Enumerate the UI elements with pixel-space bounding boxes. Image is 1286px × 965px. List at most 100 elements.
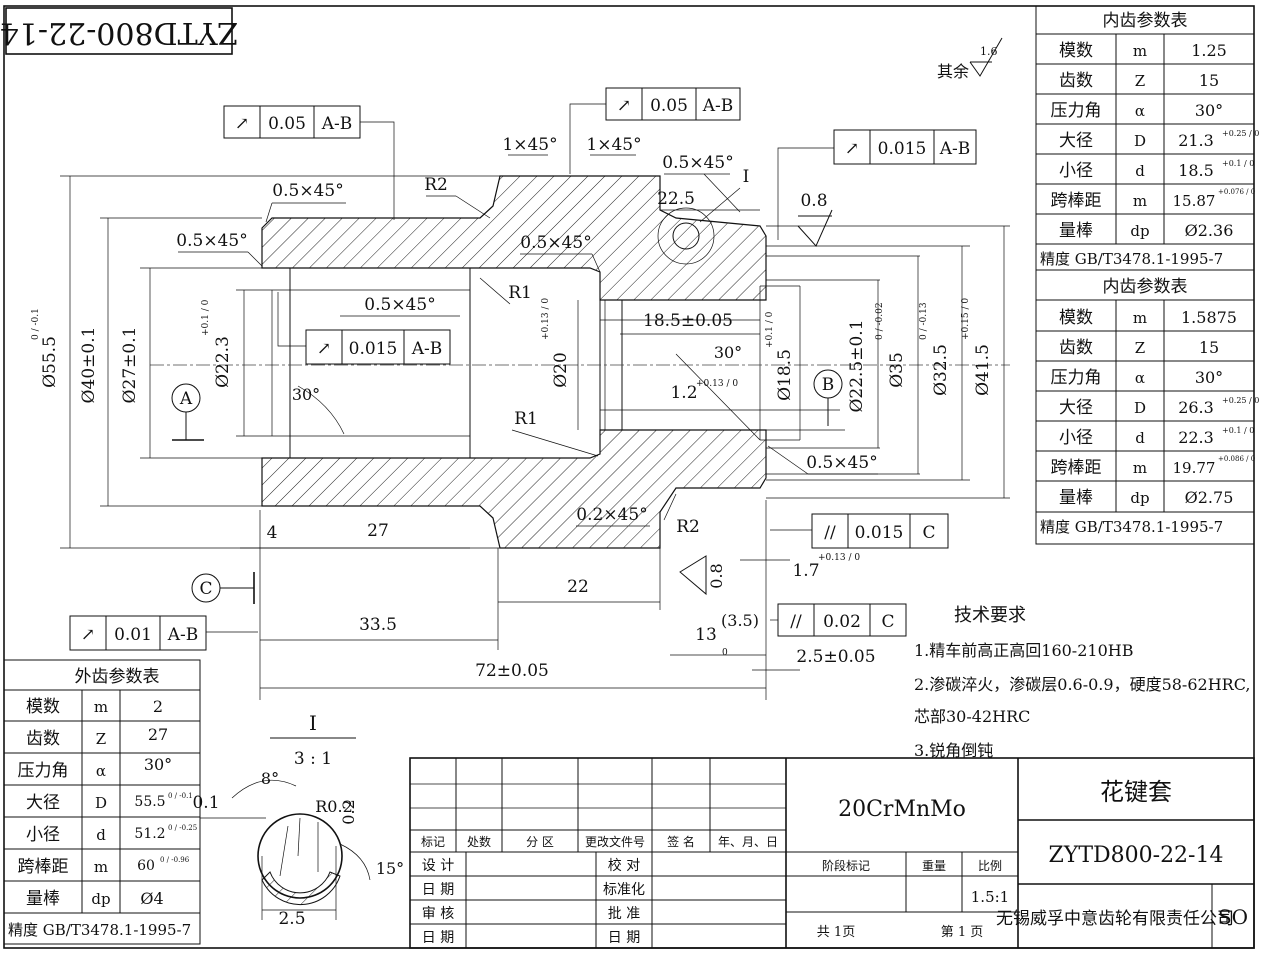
svg-text:0 / -0.1: 0 / -0.1 (31, 308, 41, 340)
svg-text:Ø41.5: Ø41.5 (973, 344, 993, 396)
svg-text:小径: 小径 (1059, 428, 1093, 448)
svg-text:18.5±0.05: 18.5±0.05 (643, 311, 733, 331)
svg-text:α: α (96, 762, 106, 780)
svg-text:1.精车前高正高回160-210HB: 1.精车前高正高回160-210HB (914, 641, 1133, 660)
svg-text:A-B: A-B (939, 139, 971, 159)
svg-text:模数: 模数 (1059, 308, 1093, 328)
svg-text://: // (790, 612, 802, 632)
roughness-other: 其余 1.6 (937, 37, 1003, 81)
svg-text:m: m (94, 858, 108, 876)
svg-text:↗: ↗ (235, 114, 249, 134)
svg-text:小径: 小径 (26, 825, 60, 845)
svg-text:0.5×45°: 0.5×45° (662, 153, 733, 173)
svg-text:日 期: 日 期 (422, 882, 454, 898)
svg-text:R2: R2 (424, 175, 448, 195)
svg-text:Ø2.36: Ø2.36 (1185, 221, 1234, 240)
svg-text:+0.076 / 0: +0.076 / 0 (1218, 188, 1255, 196)
svg-text:d: d (1135, 162, 1145, 180)
part-name: 花键套 (1100, 778, 1172, 806)
svg-text:处数: 处数 (467, 834, 491, 849)
svg-text:签 名: 签 名 (667, 834, 695, 849)
svg-text:1.5:1: 1.5:1 (971, 888, 1009, 906)
lower-wall (261, 429, 767, 549)
svg-text:(3.5): (3.5) (721, 611, 759, 630)
svg-text:22.5: 22.5 (657, 189, 695, 209)
svg-text:内齿参数表: 内齿参数表 (1103, 277, 1188, 297)
svg-text:R2: R2 (676, 517, 700, 537)
svg-text:α: α (1135, 102, 1145, 120)
tol-frame-5: // 0.015 C (770, 513, 949, 549)
svg-text:0 / -0.25: 0 / -0.25 (168, 824, 197, 832)
svg-text:重量: 重量 (922, 859, 946, 873)
svg-text:大径: 大径 (1059, 398, 1093, 418)
svg-text:30°: 30° (292, 385, 320, 404)
svg-text:其余: 其余 (937, 62, 969, 81)
svg-text:+0.25 / 0: +0.25 / 0 (1222, 129, 1259, 138)
svg-text:1.7: 1.7 (792, 561, 819, 581)
svg-text:30°: 30° (1195, 368, 1223, 387)
detail-I: I 3 : 1 2.5 8° 0.1 R0.2 0.2 15° (192, 711, 404, 929)
svg-text:2.渗碳淬火，渗碳层0.6-0.9，硬度58-62HRC,: 2.渗碳淬火，渗碳层0.6-0.9，硬度58-62HRC, (914, 675, 1250, 694)
svg-text:阶段标记: 阶段标记 (822, 858, 870, 873)
svg-text:2.5±0.05: 2.5±0.05 (796, 647, 875, 667)
diameter-dims: Ø55.5 0 / -0.1 Ø40±0.1 Ø27±0.1 Ø22.3 +0.… (31, 176, 1005, 548)
svg-text:更改文件号: 更改文件号 (585, 834, 645, 849)
svg-text:+0.13 / 0: +0.13 / 0 (696, 379, 738, 389)
svg-text:跨棒距: 跨棒距 (1051, 458, 1102, 478)
svg-text:共 1页: 共 1页 (817, 925, 855, 940)
svg-text:批 准: 批 准 (608, 906, 640, 922)
svg-text:跨棒距: 跨棒距 (1051, 191, 1102, 211)
svg-text:↗: ↗ (845, 139, 859, 159)
svg-text:0 / -0.1: 0 / -0.1 (168, 792, 193, 800)
svg-text:量棒: 量棒 (26, 889, 60, 909)
svg-text:d: d (96, 826, 106, 844)
svg-text:+0.1 / 0: +0.1 / 0 (201, 299, 211, 336)
svg-text:19.77: 19.77 (1173, 459, 1216, 477)
svg-text:A-B: A-B (321, 114, 353, 134)
svg-text:↗: ↗ (317, 339, 331, 359)
svg-text:日 期: 日 期 (608, 930, 640, 946)
svg-text:27: 27 (367, 521, 389, 541)
svg-text:Ø35: Ø35 (887, 352, 907, 388)
svg-text:大径: 大径 (26, 793, 60, 813)
svg-text:27: 27 (148, 725, 168, 744)
svg-text:60: 60 (137, 858, 155, 874)
svg-text:0.02: 0.02 (823, 612, 861, 632)
svg-text:芯部30-42HRC: 芯部30-42HRC (914, 707, 1030, 726)
svg-text:1×45°: 1×45° (502, 135, 557, 155)
svg-text:A-B: A-B (411, 339, 443, 359)
svg-text:↗: ↗ (617, 96, 631, 116)
svg-text:技术要求: 技术要求 (954, 605, 1026, 626)
svg-text:0.01: 0.01 (114, 625, 152, 645)
svg-text:21.3: 21.3 (1178, 131, 1214, 150)
svg-text:dp: dp (91, 890, 110, 908)
svg-text:+0.13 / 0: +0.13 / 0 (818, 553, 860, 563)
svg-text:22: 22 (567, 577, 589, 597)
svg-text:0.05: 0.05 (268, 114, 306, 134)
svg-text:1.5875: 1.5875 (1181, 308, 1237, 327)
svg-text:α: α (1135, 369, 1145, 387)
rotated-drawing-code: ZYTD800-22-14 (0, 15, 238, 50)
svg-text:Z: Z (1135, 72, 1145, 90)
svg-text:0.5×45°: 0.5×45° (272, 181, 343, 201)
tolerance-frames: ↗ 0.05 A-B ↗ 0.05 A-B ↗ 0.015 A-B ↗ 0.01… (69, 87, 977, 651)
svg-text:0: 0 (722, 648, 728, 658)
rotated-code-block: ZYTD800-22-14 (0, 7, 238, 55)
svg-text:15: 15 (1199, 71, 1219, 90)
svg-text:Ø55.5: Ø55.5 (40, 336, 60, 388)
svg-text:m: m (94, 698, 108, 716)
svg-text:量棒: 量棒 (1059, 221, 1093, 241)
material: 20CrMnMo (838, 797, 966, 822)
svg-text:Ø22.5±0.1: Ø22.5±0.1 (847, 319, 867, 412)
svg-text:校 对: 校 对 (608, 857, 640, 874)
svg-text:0 / -0.96: 0 / -0.96 (160, 856, 190, 864)
svg-text:+0.1 / 0: +0.1 / 0 (765, 311, 775, 348)
tech-requirements: 技术要求 1.精车前高正高回160-210HB 2.渗碳淬火，渗碳层0.6-0.… (914, 605, 1250, 760)
svg-text:跨棒距: 跨棒距 (18, 857, 69, 877)
svg-text:齿数: 齿数 (26, 729, 60, 749)
svg-text:I: I (743, 167, 750, 187)
svg-text:标准化: 标准化 (603, 882, 645, 898)
svg-text:Ø20: Ø20 (551, 352, 571, 388)
svg-text:0.5×45°: 0.5×45° (364, 295, 435, 315)
svg-text:比例: 比例 (978, 859, 1002, 873)
